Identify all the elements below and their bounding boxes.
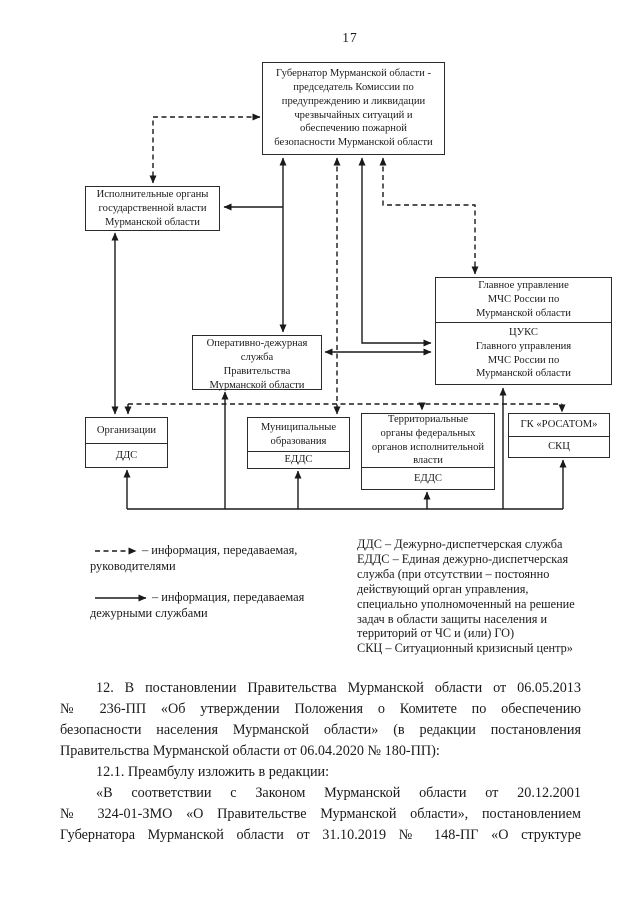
box-operational-duty-service-label: Оперативно-дежурная служба Правительства… (206, 338, 308, 391)
box-organizations: Организации ДДС (85, 417, 168, 468)
box-organizations-label: Организации (86, 418, 167, 444)
legend-dashed-text-line2: руководителями (90, 559, 176, 573)
legend-solid-text-line1: – информация, передаваемая (152, 590, 305, 604)
box-municipal-label: Муниципальные образования (248, 418, 349, 452)
box-emercom-cuks-label: ЦУКС Главного управления МЧС России по М… (475, 326, 572, 380)
box-municipal: Муниципальные образования ЕДДС (247, 417, 350, 469)
body-line: 12. В постановлении Правительства Мурман… (96, 680, 581, 696)
box-municipal-edds-label: ЕДДС (284, 454, 313, 466)
body-line: 12.1. Преамбулу изложить в редакции: (96, 764, 330, 780)
page-number: 17 (342, 30, 358, 45)
body-line: безопасности населения Мурманской област… (60, 722, 581, 738)
body-line: № 324-01-ЗМО «О Правительстве Мурманской… (60, 806, 581, 822)
box-territorial-edds-label: ЕДДС (414, 472, 442, 484)
box-governor: Губернатор Мурманской области - председа… (262, 62, 445, 155)
box-emercom-main-label: Главное управление МЧС России по Мурманс… (436, 278, 611, 323)
body-line: Правительства Мурманской области от 06.0… (60, 743, 440, 759)
body-line: Губернатора Мурманской области от 31.10.… (60, 827, 581, 843)
legend-solid-text-line2: дежурными службами (90, 606, 208, 620)
box-governor-label: Губернатор Мурманской области - председа… (274, 67, 433, 149)
box-executive-bodies-label: Исполнительные органы государственной вл… (96, 189, 209, 228)
body-text: 12. В постановлении Правительства Мурман… (60, 678, 581, 846)
box-rosatom-skc-label: СКЦ (548, 441, 570, 453)
box-territorial-label: Территориальные органы федеральных орган… (362, 414, 494, 468)
box-emercom: Главное управление МЧС России по Мурманс… (435, 277, 612, 385)
box-rosatom: ГК «РОСАТОМ» СКЦ (508, 413, 610, 458)
box-organizations-dds-label: ДДС (115, 449, 138, 461)
body-line: «В соответствии с Законом Мурманской обл… (96, 785, 581, 801)
box-rosatom-label: ГК «РОСАТОМ» (509, 414, 609, 437)
legend-abbreviations: ДДС – Дежурно-диспетчерская служба ЕДДС … (357, 537, 575, 656)
box-territorial: Территориальные органы федеральных орган… (361, 413, 495, 490)
box-executive-bodies: Исполнительные органы государственной вл… (85, 186, 220, 231)
legend-dashed-text-line1: – информация, передаваемая, (142, 543, 298, 557)
body-line: № 236-ПП «Об утверждении Положения о Ком… (60, 701, 581, 717)
box-operational-duty-service: Оперативно-дежурная служба Правительства… (192, 335, 322, 391)
